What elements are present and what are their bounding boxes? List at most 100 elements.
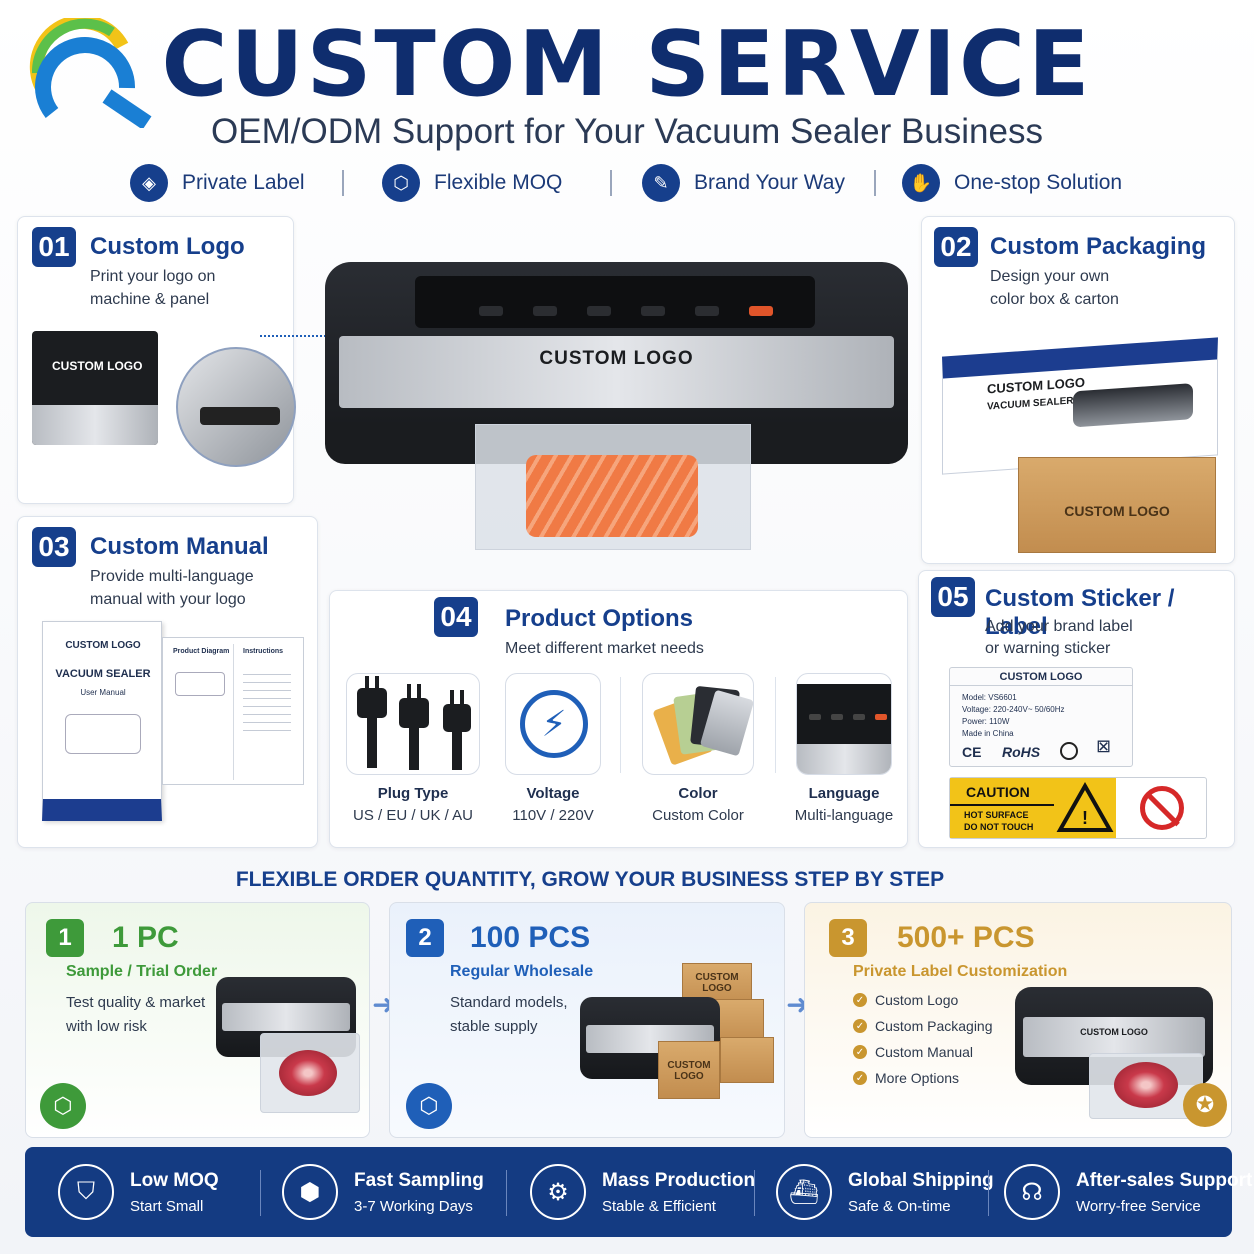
silver-lid	[797, 744, 891, 774]
card-custom-manual: 03 Custom Manual Provide multi-language …	[17, 516, 318, 848]
option-value: US / EU / UK / AU	[352, 807, 474, 824]
card-title: Custom Logo	[90, 233, 245, 260]
step-desc-1: Test quality & market	[66, 994, 206, 1011]
card-product-options: 04 Product Options Meet different market…	[329, 590, 908, 848]
award-badge-icon: ✪	[1183, 1083, 1227, 1127]
step-1-card: 1 1 PC Sample / Trial Order Test quality…	[25, 902, 370, 1138]
card-desc-1: Add your brand label	[985, 618, 1133, 635]
option-value: Multi-language	[794, 807, 894, 824]
check-item: ✓ Custom Manual	[853, 1039, 993, 1065]
option-value: Custom Color	[652, 807, 744, 824]
label-logo: CUSTOM LOGO	[950, 668, 1132, 686]
feature-label: Flexible MOQ	[434, 171, 563, 194]
panel-button	[809, 714, 821, 720]
benefit-subtitle: Start Small	[130, 1197, 204, 1215]
divider	[342, 170, 344, 196]
silver-panel	[32, 405, 158, 445]
vacuum-bag	[475, 424, 751, 550]
cert-mark-icon	[1060, 742, 1078, 760]
manual-title: VACUUM SEALER	[55, 668, 151, 680]
card-title: Custom Sticker / Label	[985, 585, 1175, 640]
palette-icon: ✎	[642, 164, 680, 202]
benefit-title: Mass Production	[602, 1169, 756, 1191]
logo-panel-closeup: CUSTOM LOGO	[32, 331, 158, 445]
option-color-image	[642, 673, 755, 775]
ship-icon: ⛴	[776, 1164, 832, 1220]
headset-icon: ☊	[1004, 1164, 1060, 1220]
check-label: Custom Packaging	[875, 1018, 993, 1034]
page-title: CUSTOM SERVICE	[161, 12, 1093, 117]
step-quantity: 1 PC	[112, 921, 179, 954]
divider	[754, 1170, 755, 1216]
step-desc-2: with low risk	[66, 1018, 147, 1035]
vacuum-bag	[260, 1033, 360, 1113]
salmon-fillet	[526, 455, 698, 537]
panel-button	[641, 306, 665, 316]
card-desc: Meet different market needs	[505, 640, 704, 657]
arrow-right-icon: ➜	[786, 989, 810, 1020]
step-type: Private Label Customization	[853, 963, 1068, 980]
divider	[260, 1170, 261, 1216]
caution-title: CAUTION	[966, 784, 1030, 800]
card-desc-1: Provide multi-language	[90, 568, 254, 585]
vacuum-bag	[1089, 1053, 1203, 1119]
label-line: Made in China	[962, 729, 1014, 738]
machine-logo-text: CUSTOM LOGO	[1080, 1027, 1148, 1037]
box-icon: ⬡	[382, 164, 420, 202]
divider	[620, 677, 621, 773]
caution-sticker: CAUTION HOT SURFACE DO NOT TOUCH !	[949, 777, 1207, 839]
step-quantity: 500+ PCS	[897, 921, 1035, 954]
option-label: Plug Type	[377, 785, 449, 802]
control-panel	[415, 276, 815, 328]
card-number: 03	[32, 527, 76, 567]
step-number: 2	[406, 919, 444, 957]
check-label: Custom Manual	[875, 1044, 974, 1060]
manual-open-pages: Product Diagram Instructions	[162, 637, 304, 785]
divider	[610, 170, 612, 196]
label-line: Model: VS6601	[962, 693, 1017, 702]
benefit-subtitle: 3-7 Working Days	[354, 1197, 473, 1215]
panel-button-red	[749, 306, 773, 316]
option-language-image	[796, 673, 892, 775]
option-value: 110V / 220V	[512, 807, 594, 824]
step-desc-2: stable supply	[450, 1018, 538, 1035]
option-label: Language	[808, 785, 880, 802]
connector-line	[260, 335, 338, 337]
logo-closeup-label: CUSTOM LOGO	[52, 359, 143, 373]
option-label: Color	[678, 785, 718, 802]
step-3-card: 3 500+ PCS Private Label Customization ✓…	[804, 902, 1232, 1138]
check-icon: ✓	[853, 1019, 867, 1033]
card-number: 05	[931, 577, 975, 617]
hot-surface-warning-icon: !	[1054, 778, 1116, 838]
carton-label: CUSTOM LOGO	[667, 1060, 711, 1082]
step-2-card: 2 100 PCS Regular Wholesale Standard mod…	[389, 902, 785, 1138]
step-desc-1: Standard models,	[450, 994, 568, 1011]
brand-logo-icon	[29, 18, 152, 128]
caution-line-2: DO NOT TOUCH	[964, 822, 1034, 832]
moq-heading: FLEXIBLE ORDER QUANTITY, GROW YOUR BUSIN…	[235, 868, 945, 891]
card-desc-1: Print your logo on	[90, 268, 216, 285]
check-icon: ✓	[853, 1071, 867, 1085]
check-label: Custom Logo	[875, 992, 959, 1008]
panel-button	[831, 714, 843, 720]
divider	[506, 1170, 507, 1216]
carton-box	[720, 1037, 774, 1083]
check-icon: ✓	[853, 1045, 867, 1059]
factory-icon: ⚙	[530, 1164, 586, 1220]
card-number: 04	[434, 597, 478, 637]
card-desc-1: Design your own	[990, 268, 1110, 285]
sample-box-icon: ⬡	[40, 1083, 86, 1129]
feature-private-label: ◈ Private Label	[130, 162, 305, 204]
card-number: 01	[32, 227, 76, 267]
benefit-title: After-sales Support	[1076, 1169, 1253, 1191]
step-number: 1	[46, 919, 84, 957]
feature-flexible-moq: ⬡ Flexible MOQ	[382, 162, 562, 204]
benefit-title: Low MOQ	[130, 1169, 219, 1191]
prohibit-slash	[1145, 791, 1180, 827]
panel-button	[853, 714, 865, 720]
